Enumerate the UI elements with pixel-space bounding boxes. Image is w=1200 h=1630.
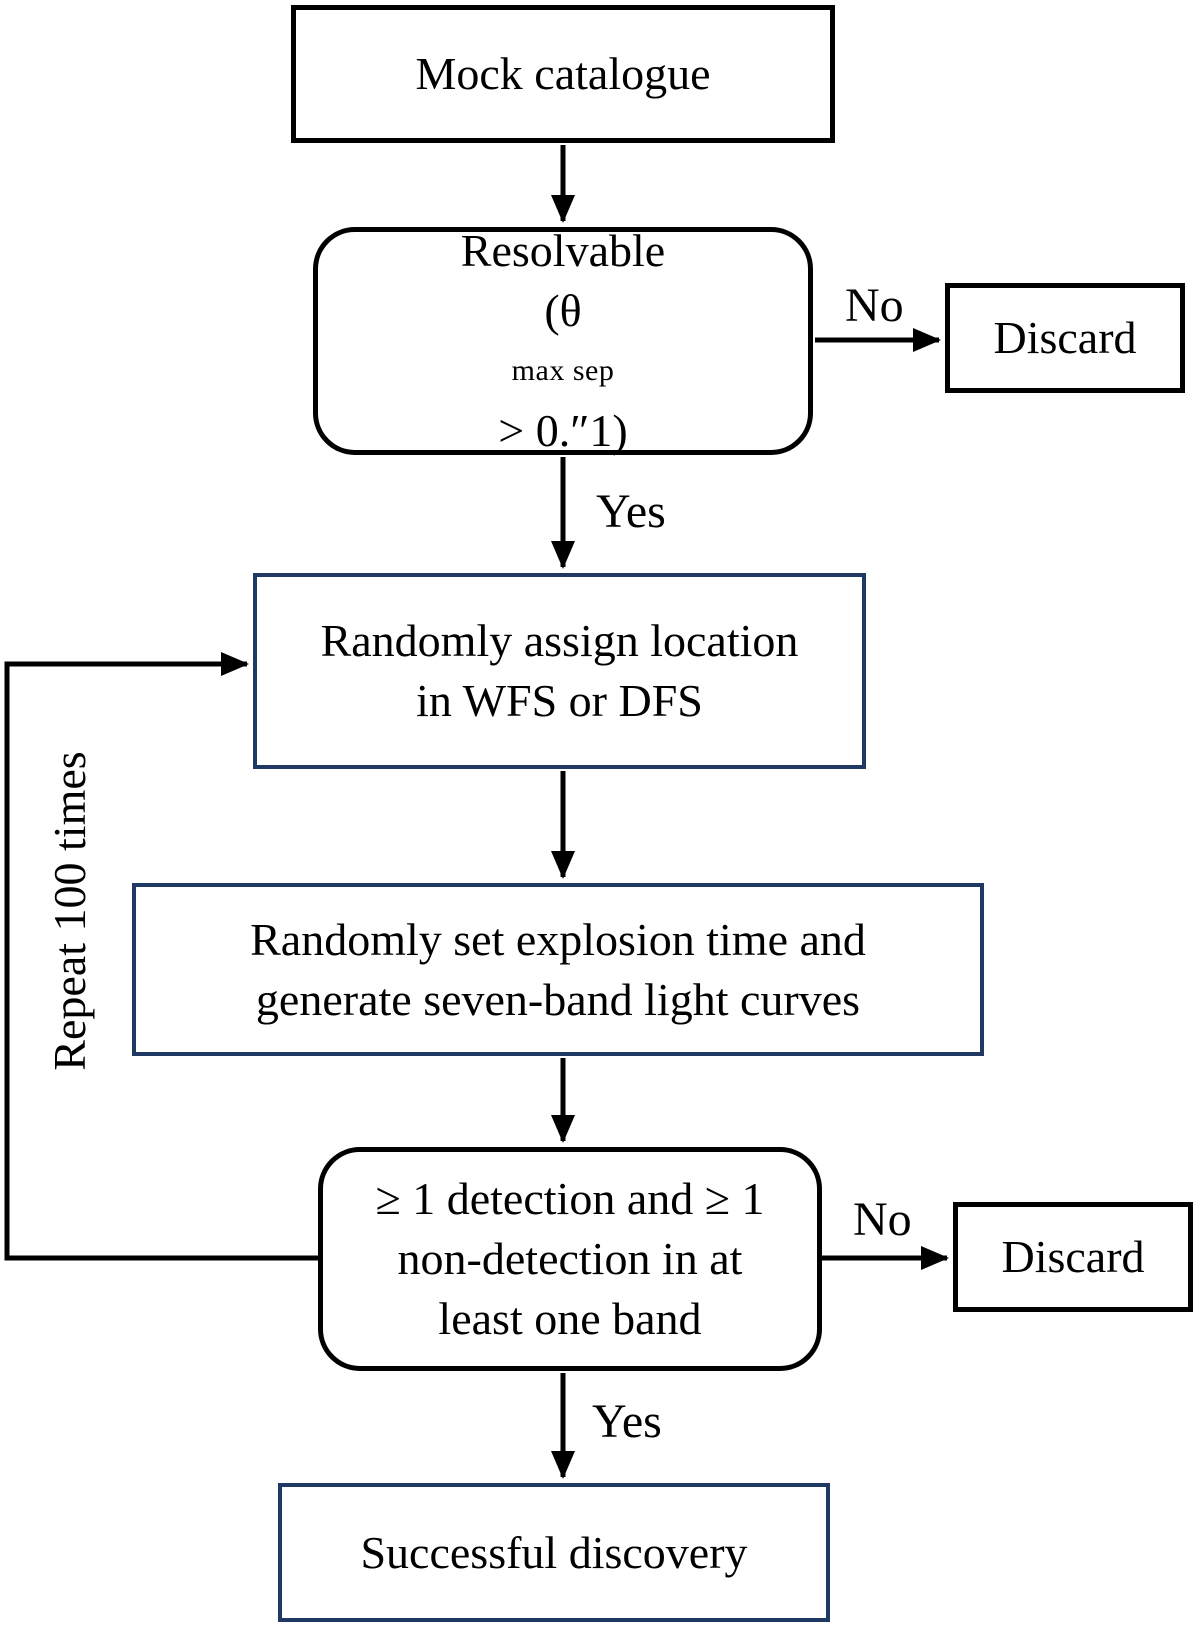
detection-line2: non-detection in at <box>397 1233 743 1284</box>
explosion-time-line1: Randomly set explosion time and <box>250 913 866 965</box>
explosion-time-line2: generate seven-band light curves <box>255 973 861 1025</box>
detection-line1: ≥ 1 detection and ≥ 1 <box>375 1173 765 1224</box>
edge-label-repeat-loop: Repeat 100 times <box>44 751 95 1071</box>
assign-location-line2: in WFS or DFS <box>416 675 703 726</box>
edge-label-no-bottom: No <box>853 1193 912 1246</box>
node-discard-bottom: Discard <box>953 1202 1193 1312</box>
edge-label-yes-bottom: Yes <box>592 1395 662 1448</box>
node-successful-discovery: Successful discovery <box>278 1483 830 1622</box>
node-mock-catalogue: Mock catalogue <box>291 5 835 143</box>
successful-discovery-label: Successful discovery <box>360 1526 748 1578</box>
node-detection-decision: ≥ 1 detection and ≥ 1 non-detection in a… <box>318 1147 822 1371</box>
edge-label-yes-top: Yes <box>596 485 666 538</box>
node-discard-top: Discard <box>945 283 1185 393</box>
resolvable-formula: (θ max sep > 0.″1) <box>498 281 627 461</box>
formula-subscript: max sep <box>511 354 615 387</box>
detection-line3: least one band <box>438 1293 702 1344</box>
edge-label-no-top: No <box>845 279 904 332</box>
formula-open: (θ <box>544 285 582 336</box>
resolvable-line1: Resolvable <box>460 225 666 276</box>
discard-top-label: Discard <box>993 312 1137 363</box>
assign-location-line1: Randomly assign location <box>320 615 799 666</box>
node-assign-location: Randomly assign location in WFS or DFS <box>253 573 866 769</box>
node-resolvable-decision: Resolvable (θ max sep > 0.″1) <box>313 225 813 456</box>
mock-catalogue-label: Mock catalogue <box>415 48 711 99</box>
node-explosion-time: Randomly set explosion time and generate… <box>132 883 984 1056</box>
discard-bottom-label: Discard <box>1001 1231 1145 1282</box>
formula-close: > 0.″1) <box>498 405 628 456</box>
